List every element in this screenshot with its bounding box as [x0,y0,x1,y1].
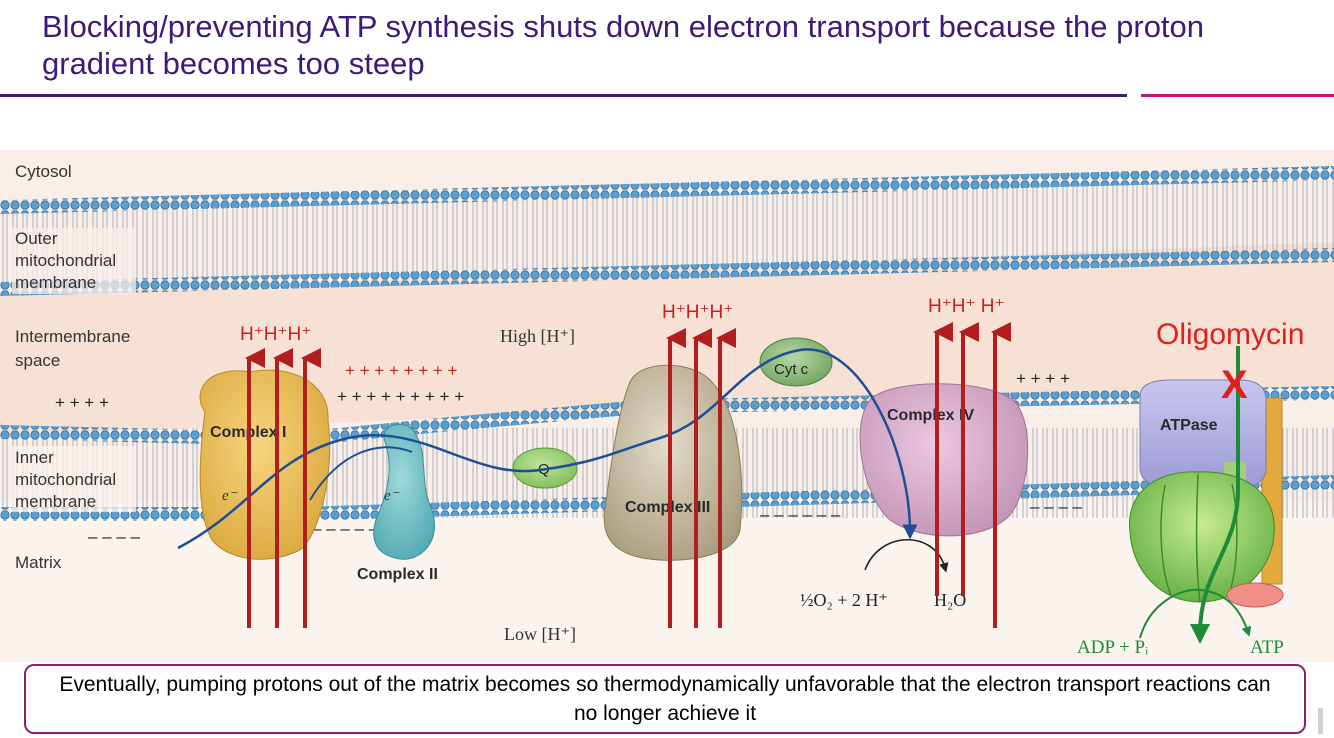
title-divider [0,94,1127,97]
slide-edge-marker [1318,708,1323,734]
complex-1: Complex I e⁻ [200,370,330,559]
slide-title: Blocking/preventing ATP synthesis shuts … [42,8,1292,82]
outer-membrane-label-1: Outer [15,229,58,248]
oxygen-reaction-label: ½O₂ + 2 H⁺ [800,590,888,610]
adp-label: ADP + Pᵢ [1077,637,1148,658]
low-proton-label: Low [H⁺] [504,624,576,644]
complex-4: Complex IV [860,384,1028,536]
cyt-c-label: Cyt c [774,361,809,378]
atpase-label: ATPase [1160,417,1218,434]
proton-label-c1: H⁺H⁺H⁺ [240,324,311,345]
cytochrome-c: Cyt c [760,338,832,386]
electron-label-2: e⁻ [384,488,400,504]
matrix-label: Matrix [15,553,62,572]
outer-membrane-label-3: membrane [15,273,96,292]
complex-2-label: Complex II [357,566,438,583]
atpase-subunit-delta [1227,583,1283,607]
cytosol-label: Cytosol [15,162,72,181]
electron-transport-diagram: Cytosol Outer mitochondrial membrane Int… [0,150,1334,662]
intermembrane-label-1: Intermembrane [15,327,130,346]
charge-minus-left: – – – – [88,527,141,546]
inner-membrane-label-3: membrane [15,492,96,511]
charge-plus-left: + + + + [55,393,109,412]
high-proton-label: High [H⁺] [500,326,575,346]
charge-minus-right: – – – – [1030,497,1083,516]
ubiquinone: Q [513,448,577,488]
title-divider-accent [1141,94,1334,97]
charge-plus-right: + + + + [1016,369,1070,388]
proton-label-c4: H⁺H⁺ H⁺ [928,296,1005,317]
charge-minus-mid2: – – – – – – [760,505,841,524]
intermembrane-label-2: space [15,351,60,370]
caption-box: Eventually, pumping protons out of the m… [24,664,1306,734]
inner-membrane-label-1: Inner [15,448,54,467]
charge-plus-mid-bottom: + + + + + + + + + [337,387,464,406]
electron-label-1: e⁻ [222,488,238,504]
caption-text: Eventually, pumping protons out of the m… [56,670,1274,728]
oligomycin-label: Oligomycin [1156,318,1304,351]
proton-label-c3: H⁺H⁺H⁺ [662,302,733,323]
atp-label: ATP [1250,637,1284,658]
block-x-icon: X [1221,363,1248,407]
outer-membrane-label-2: mitochondrial [15,251,116,270]
inner-membrane-label-2: mitochondrial [15,470,116,489]
charge-plus-mid-top: + + + + + + + + [345,361,458,380]
